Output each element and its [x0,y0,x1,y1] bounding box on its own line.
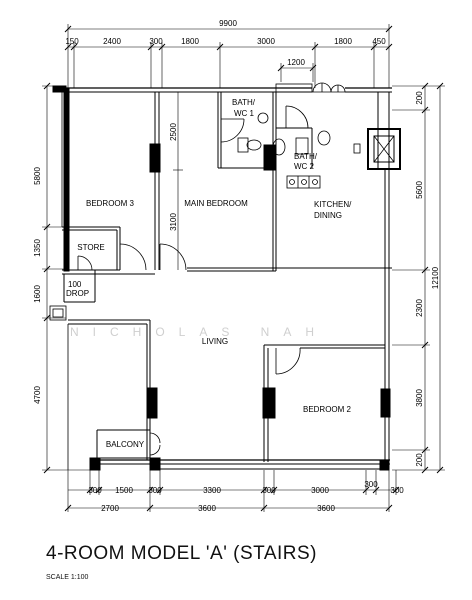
dim-top-1: 150 [65,37,79,46]
dim-top-2: 2400 [103,37,121,46]
floor-plan: 9900 150 2400 300 1800 3000 1800 450 120… [33,19,445,513]
dim-top-4: 1800 [181,37,199,46]
dim-bottom-6: 3000 [311,486,329,495]
dim-bottom-1: 300 [88,486,102,495]
label-bedroom2: BEDROOM 2 [303,405,352,414]
plan-title: 4-ROOM MODEL 'A' (STAIRS) [46,543,317,564]
dim-top-5: 3000 [257,37,275,46]
dim-bottom-3600-a: 3600 [198,504,216,513]
dim-top-1200: 1200 [287,58,305,67]
kitchen-counter [286,175,321,189]
dim-top-3: 300 [149,37,163,46]
dim-left-1600: 1600 [33,285,42,303]
dim-bottom-3600-b: 3600 [317,504,335,513]
doors [77,105,309,456]
top-dimensions [64,24,393,88]
dim-right-200-top: 200 [415,91,424,105]
right-dimensions [392,82,445,474]
dim-bottom-3: 300 [148,486,162,495]
label-kitchen-b: DINING [314,211,342,220]
label-main-bedroom: MAIN BEDROOM [184,199,248,208]
dim-left-1350: 1350 [33,239,42,257]
dim-right-5600: 5600 [415,181,424,199]
label-drop-a: 100 [68,280,82,289]
dim-left-4700: 4700 [33,386,42,404]
label-kitchen-a: KITCHEN/ [314,200,352,209]
label-balcony: BALCONY [106,440,145,449]
label-bedroom3: BEDROOM 3 [86,199,135,208]
bath-fixtures [237,112,361,156]
window-kitchen [312,82,346,93]
dim-right-3800: 3800 [415,389,424,407]
dim-bottom-4: 3300 [203,486,221,495]
left-dimensions [42,82,92,474]
dim-top-6: 1800 [334,37,352,46]
dim-left-5800: 5800 [33,167,42,185]
lift-shaft [367,128,401,170]
dim-right-200-bottom: 200 [415,453,424,467]
dim-bottom-7: 300 [364,480,378,489]
dim-bottom-8: 300 [390,486,404,495]
dim-top-total: 9900 [219,19,237,28]
label-bath-wc1-a: BATH/ [232,98,256,107]
dim-top-7: 450 [372,37,386,46]
plan-scale: SCALE 1:100 [46,574,89,581]
label-drop-b: DROP [66,289,89,298]
dim-right-2300: 2300 [415,299,424,317]
dim-3100: 3100 [169,213,178,231]
walls [52,85,392,471]
dim-bottom-2700: 2700 [101,504,119,513]
label-store: STORE [77,243,104,252]
label-bath-wc1-b: WC 1 [234,109,255,118]
drop-fixture [49,305,67,321]
watermark: NICHOLAS NAH [70,325,328,339]
inner-dimensions [173,92,183,270]
dim-bottom-5: 300 [262,486,276,495]
label-living: LIVING [202,337,228,346]
bottom-dimensions [64,470,400,512]
dim-bottom-2: 1500 [115,486,133,495]
label-bath-wc2-b: WC 2 [294,162,315,171]
window-bath [275,83,313,93]
label-bath-wc2-a: BATH/ [294,152,318,161]
dim-right-total: 12100 [431,266,440,289]
dim-2500: 2500 [169,123,178,141]
